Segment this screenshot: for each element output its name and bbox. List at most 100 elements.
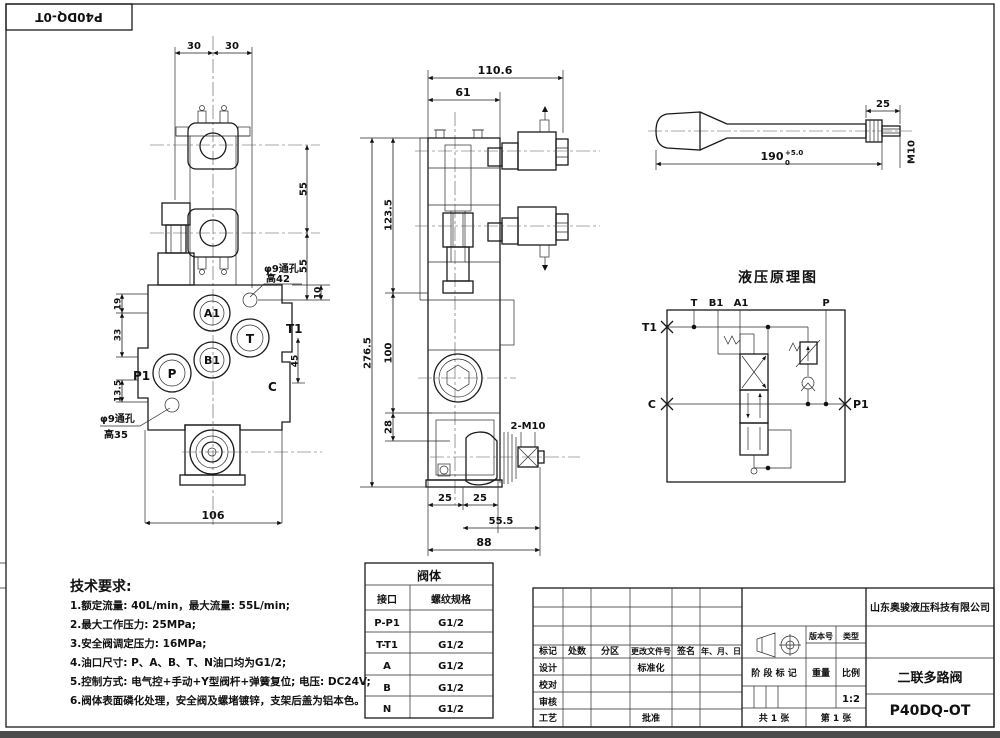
solenoid-coil-top — [175, 105, 251, 170]
note-hole-35-line2: 高35 — [104, 428, 128, 441]
dim-30-right: 30 — [225, 41, 239, 52]
port-spec-table: 阀体 接口 螺纹规格 P-P1 G1/2 T-T1 G1/2 A G1/2 B … — [364, 562, 494, 719]
first-angle-projection-icon — [756, 632, 801, 658]
label-weight: 重量 — [812, 667, 830, 679]
svg-text:T-T1: T-T1 — [376, 640, 398, 651]
svg-text:P-P1: P-P1 — [374, 618, 400, 629]
port-table-col-spec: 螺纹规格 — [431, 593, 472, 606]
note-hole-42-line1: φ9通孔 — [264, 262, 299, 275]
plugged-port-t1-icon — [660, 320, 674, 334]
rev-col-count: 处数 — [567, 645, 587, 657]
dim-19: 19 — [114, 298, 124, 311]
hydraulic-schematic: 液压原理图 T B1 A1 P T1 — [642, 269, 869, 483]
port-label-p1: P1 — [133, 369, 150, 383]
schematic-port-b1: B1 — [709, 298, 724, 309]
table-row: N G1/2 — [383, 704, 464, 715]
schematic-port-p1: P1 — [853, 398, 869, 411]
svg-text:B: B — [383, 683, 391, 694]
svg-text:G1/2: G1/2 — [438, 640, 464, 651]
port-table-title: 阀体 — [417, 568, 442, 583]
role-process: 工艺 — [539, 712, 557, 724]
note-hole-35-line1: φ9通孔 — [100, 412, 135, 425]
dim-13-5: 13.5 — [114, 380, 124, 402]
rev-col-sign: 签名 — [676, 645, 695, 657]
dim-110-6: 110.6 — [478, 64, 513, 77]
through-hole-bottom — [164, 397, 180, 413]
dim-55-top: 55 — [299, 182, 310, 196]
dim-55-mid: 55 — [299, 259, 310, 273]
table-row: B G1/2 — [383, 683, 464, 694]
dim-lever-25: 25 — [876, 99, 890, 110]
dim-lever-m10: M10 — [907, 140, 918, 164]
svg-text:A1: A1 — [204, 307, 220, 320]
dim-30-left: 30 — [187, 41, 201, 52]
center-plug — [418, 353, 516, 403]
product-name: 二联多路阀 — [897, 670, 962, 686]
label-type: 类型 — [843, 631, 859, 641]
dim-28: 28 — [384, 420, 395, 434]
table-row: T-T1 G1/2 — [376, 640, 464, 651]
rev-col-date: 年、月、日 — [701, 646, 741, 656]
sheet-number: 第 1 张 — [821, 712, 853, 724]
rev-col-mark: 标记 — [538, 645, 557, 657]
port-label-c: C — [268, 380, 277, 394]
check-valve-symbol — [800, 364, 816, 404]
front-view: 30 30 55 55 — [100, 36, 330, 526]
company-name: 山东奥骏液压科技有限公司 — [870, 601, 990, 614]
label-standardization: 标准化 — [636, 662, 664, 674]
tech-req-item-5: 5.控制方式: 电气控+手动+Y型阀杆+弹簧复位; 电压: DC24V; — [70, 675, 371, 688]
dim-2-m10: 2-M10 — [511, 421, 546, 432]
dim-100: 100 — [384, 343, 395, 364]
sheet-bottom-shadow — [0, 731, 1000, 738]
dim-190-tol-lower: 0 — [785, 159, 790, 167]
technical-requirements: 技术要求: 1.额定流量: 40L/min，最大流量: 55L/min; 2.最… — [70, 578, 371, 707]
tech-req-item-3: 3.安全阀调定压力: 16MPa; — [70, 637, 206, 650]
adjust-screw-stack — [442, 212, 474, 294]
dim-45: 45 — [291, 355, 301, 368]
port-table-col-port: 接口 — [377, 593, 397, 606]
tech-req-item-4: 4.油口尺寸: P、A、B、T、N油口均为G1/2; — [70, 656, 286, 669]
sheets-total: 共 1 张 — [759, 712, 791, 724]
tech-req-item-6: 6.阀体表面磷化处理，安全阀及螺堵镀锌，支架后盖为铝本色。 — [70, 694, 365, 707]
svg-text:G1/2: G1/2 — [438, 618, 464, 629]
plugged-port-c-icon — [660, 397, 674, 411]
label-stage: 阶 段 标 记 — [751, 667, 796, 679]
table-row: A G1/2 — [383, 661, 464, 672]
directional-valve-symbol — [723, 333, 792, 475]
svg-text:G1/2: G1/2 — [438, 661, 464, 672]
title-block: 标记 处数 分区 更改文件号 签名 年、月、日 设计 校对 审核 工艺 标准化 … — [532, 587, 995, 728]
solenoid-coil-bottom — [187, 208, 239, 275]
side-solenoid-top — [487, 106, 569, 171]
dim-190-tol-upper: +5.0 — [785, 149, 803, 157]
lever-view: 25 190 +5.0 0 M10 — [648, 99, 918, 170]
svg-text:N: N — [383, 704, 391, 715]
dim-33: 33 — [114, 329, 124, 342]
corner-code-box — [5, 3, 133, 31]
schematic-title: 液压原理图 — [738, 269, 818, 286]
svg-text:A: A — [383, 661, 391, 672]
schematic-port-a1: A1 — [734, 298, 749, 309]
model-number: P40DQ-OT — [890, 703, 971, 719]
port-circle-p: P — [152, 353, 192, 393]
schematic-port-c: C — [648, 398, 656, 411]
dim-88: 88 — [476, 536, 491, 549]
joystick-bellows — [430, 431, 580, 486]
through-hole-top — [242, 292, 258, 308]
svg-text:B1: B1 — [204, 354, 220, 367]
lever-handle — [655, 111, 701, 151]
tech-req-title: 技术要求: — [70, 578, 132, 595]
corner-code: P40DQ-0T — [34, 10, 102, 24]
schematic-port-p: P — [822, 298, 829, 309]
schematic-boundary — [666, 309, 846, 483]
dim-55-5: 55.5 — [489, 516, 514, 527]
relief-valve-symbol — [788, 339, 821, 368]
side-body-outline — [427, 137, 501, 481]
label-version: 版本号 — [808, 631, 833, 641]
rev-col-zone: 分区 — [601, 645, 619, 657]
svg-text:G1/2: G1/2 — [438, 704, 464, 715]
dim-lever-190: 190 — [761, 150, 784, 163]
dim-276-5: 276.5 — [363, 337, 374, 369]
dim-25-right: 25 — [473, 493, 487, 504]
plugged-port-p1-icon — [838, 397, 852, 411]
tech-req-item-2: 2.最大工作压力: 25MPa; — [70, 618, 196, 631]
